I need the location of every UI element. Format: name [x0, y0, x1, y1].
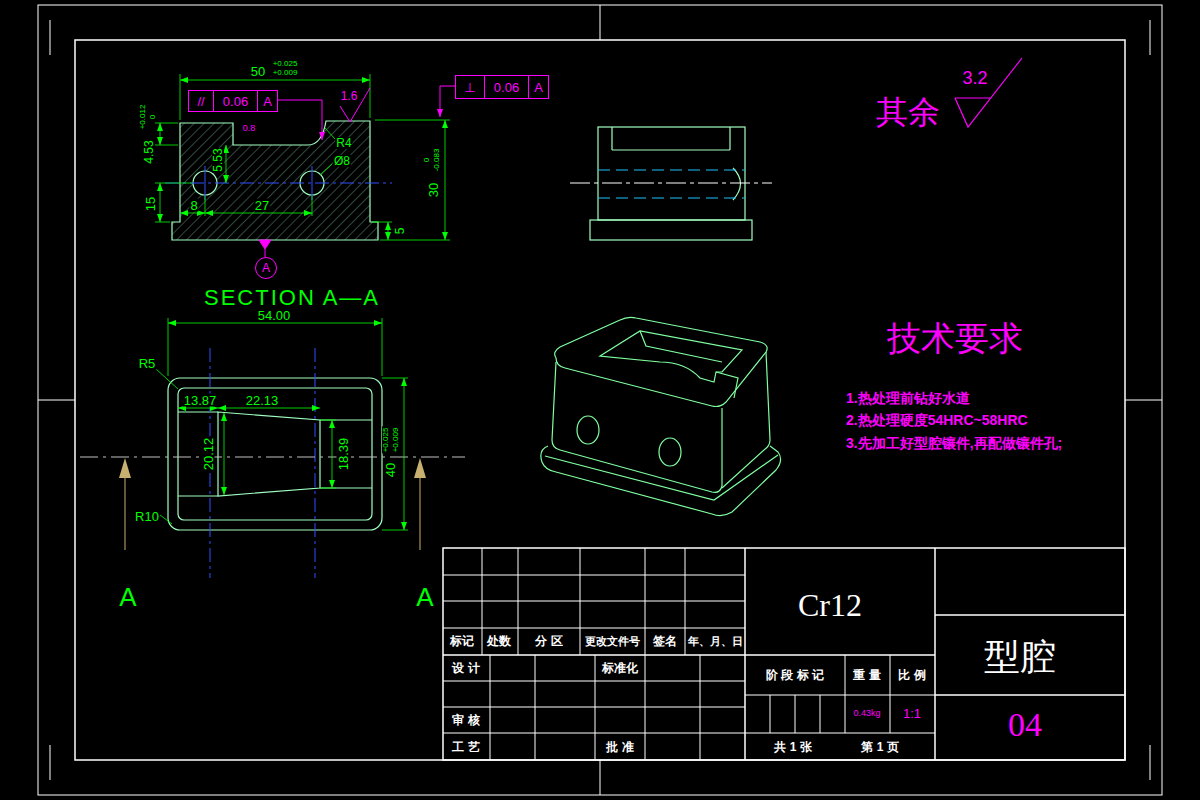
frame-cell: // — [189, 91, 213, 111]
plan-centerlines — [80, 348, 465, 578]
table-cell: 0.43kg — [852, 709, 881, 718]
table-cell: 阶 段 标 记 — [765, 669, 825, 681]
frame-cell: 0.06 — [484, 76, 528, 98]
frame-cell: ⊥ — [456, 76, 484, 98]
dimension: 50 — [250, 65, 266, 78]
technical-note: 2.热处理硬度54HRC~58HRC — [845, 413, 1029, 427]
table-cell: 批 准 — [605, 741, 634, 753]
part-name: 型腔 — [983, 639, 1057, 675]
table-cell: 1:1 — [902, 707, 922, 720]
notes-heading: 技术要求 — [886, 321, 1024, 355]
frame-cell: A — [262, 262, 270, 274]
dimension: 22.13 — [245, 394, 280, 407]
tolerance: +0.009 — [272, 69, 299, 77]
tolerance: +0.012 — [139, 104, 147, 131]
tolerance: +0.009 — [392, 427, 400, 454]
side-hidden-lines — [570, 170, 772, 198]
tolerance: 0 — [149, 114, 157, 120]
table-cell: 工 艺 — [451, 741, 480, 753]
radius-note: R4 — [335, 137, 352, 149]
table-cell: 比 例 — [897, 669, 926, 681]
tolerance: 0 — [423, 157, 431, 163]
table-cell: 签名 — [652, 635, 678, 647]
table-cell: 分 区 — [534, 635, 563, 647]
technical-note: 1.热处理前钻好水道 — [845, 391, 971, 405]
frame-cell: A — [528, 76, 548, 98]
roughness-value: 0.8 — [242, 124, 257, 133]
isometric-view — [541, 317, 781, 515]
gdt-leaders — [259, 86, 455, 257]
table-cell: 标记 — [449, 635, 475, 647]
section-view — [165, 121, 392, 240]
dimension: 54.00 — [257, 309, 292, 322]
table-cell: 更改文件号 — [584, 636, 641, 647]
datum-marker: A — [255, 257, 277, 279]
sheet-frame — [38, 5, 1162, 795]
plan-view — [168, 378, 382, 530]
roughness-note: 其余 — [875, 96, 941, 128]
dimension: 8 — [189, 199, 198, 212]
technical-note: 3.先加工好型腔镶件,再配做镶件孔; — [845, 436, 1063, 450]
section-letter: A — [415, 584, 434, 610]
radius-note: R10 — [134, 510, 160, 523]
tolerance: -0.083 — [433, 148, 441, 173]
diameter-note: Ø8 — [333, 155, 351, 167]
table-cell: 标准化 — [601, 662, 639, 674]
section-letter: A — [118, 584, 137, 610]
section-dimensions — [155, 74, 450, 240]
roughness-value: 3.2 — [961, 69, 988, 87]
frame-cell: 0.06 — [213, 91, 257, 111]
table-cell: 审 核 — [451, 714, 480, 726]
dimension: 4.53 — [143, 139, 155, 164]
drawing-number: 04 — [1007, 708, 1043, 742]
dimension: 18.39 — [337, 437, 350, 472]
table-cell: 重 量 — [852, 669, 881, 681]
plan-dimensions — [156, 318, 408, 530]
dimension: 15 — [144, 196, 157, 212]
dimension: 30 — [427, 182, 440, 198]
table-cell: 共 1 张 — [773, 741, 812, 753]
tolerance-frame: //0.06A — [188, 90, 278, 112]
title-block — [443, 548, 1125, 760]
dimension: 40 — [384, 462, 397, 478]
table-cell: 设 计 — [451, 662, 480, 674]
dimension: 5 — [394, 227, 406, 236]
roughness-value: 1.6 — [340, 90, 359, 102]
roughness-symbol — [955, 58, 1022, 127]
table-cell: 第 1 页 — [860, 741, 899, 753]
dimension: 20.12 — [202, 437, 215, 472]
dimension: 5.53 — [212, 147, 224, 172]
table-cell: 处数 — [486, 635, 512, 647]
view-title: SECTION A—A — [203, 287, 381, 309]
table-cell: 年、月、日 — [687, 636, 744, 647]
frame-cell: A — [257, 91, 277, 111]
tolerance: +0.025 — [382, 427, 390, 454]
tolerance-frame: ⊥0.06A — [455, 75, 549, 99]
dimension: 27 — [254, 199, 270, 212]
material: Cr12 — [797, 589, 863, 621]
dimension: 13.87 — [183, 394, 218, 407]
tolerance: +0.025 — [272, 60, 299, 68]
radius-note: R5 — [138, 357, 157, 370]
